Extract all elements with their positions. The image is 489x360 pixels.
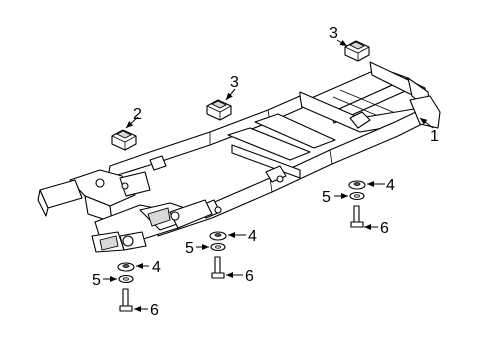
callout-6-right: 6: [380, 220, 389, 237]
callout-4-left: 4: [152, 259, 161, 276]
callout-5-left: 5: [92, 272, 101, 289]
body-mount-cushion-top-right: [344, 40, 370, 62]
callout-3-center: 3: [230, 74, 239, 91]
frame-assembly: [37, 61, 441, 253]
body-mount-cushion-center: [206, 99, 232, 121]
hardware-set-middle: [209, 231, 227, 279]
callout-5-right: 5: [322, 189, 331, 206]
callout-labels: 1 2 3 3 4 5 6 4 5 6 4 5 6: [92, 25, 439, 319]
callout-3-top: 3: [329, 25, 338, 42]
callout-5-middle: 5: [185, 240, 194, 257]
callout-6-left: 6: [150, 302, 159, 319]
callout-6-middle: 6: [245, 268, 254, 285]
body-mount-cushion-left: [111, 129, 137, 151]
callout-1: 1: [430, 128, 439, 145]
callout-4-right: 4: [386, 177, 395, 194]
callout-leaders: [103, 39, 434, 312]
hardware-set-left: [117, 262, 135, 312]
callout-4-middle: 4: [248, 228, 257, 245]
hardware-set-right: [348, 180, 366, 228]
callout-2: 2: [133, 106, 142, 123]
